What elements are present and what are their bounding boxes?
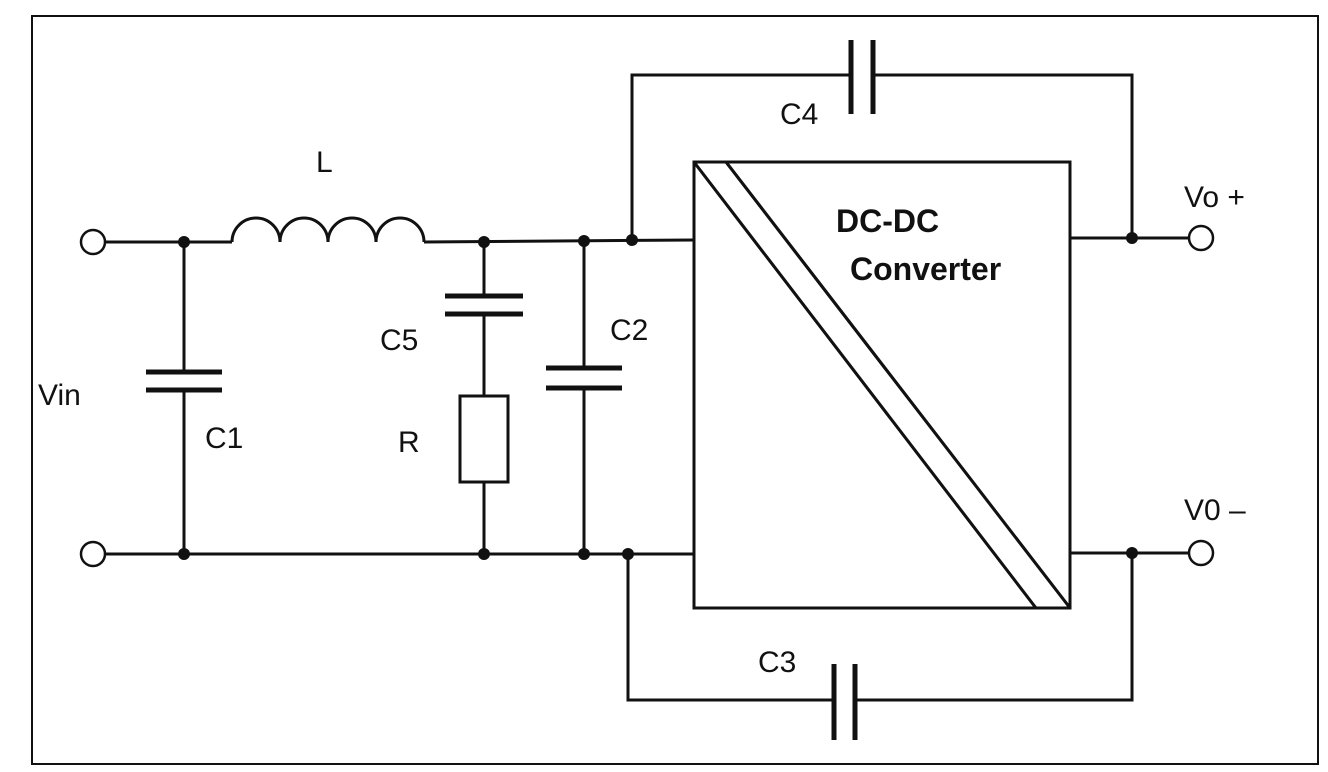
converter-slash-edge-b [724, 161, 1072, 609]
junction-dot [626, 234, 638, 246]
vout-positive-terminal [1187, 224, 1215, 252]
inductor-l-coil [230, 216, 426, 243]
label-c3: C3 [758, 646, 796, 679]
label-inductor-l: L [316, 146, 333, 179]
label-resistor-r: R [398, 426, 420, 459]
vout-negative-terminal [1187, 539, 1215, 567]
resistor-r-body [458, 394, 510, 484]
c3-right-wire [857, 553, 1134, 702]
label-vout-negative: V0 – [1184, 494, 1246, 527]
junction-dot [1126, 547, 1138, 559]
label-c4: C4 [780, 98, 818, 131]
vin-positive-terminal [79, 228, 107, 256]
converter-title-line1: DC-DC [836, 203, 939, 239]
top-rail-main-wire [423, 238, 695, 244]
c4-left-wire [630, 73, 849, 240]
label-vin: Vin [38, 379, 81, 412]
label-c5: C5 [380, 324, 418, 357]
label-c1: C1 [205, 422, 243, 455]
junction-dot [478, 548, 490, 560]
junction-dot [622, 548, 634, 560]
c3-left-wire [626, 554, 832, 702]
converter-slash-edge-a [692, 161, 1038, 609]
junction-dot [1126, 232, 1138, 244]
diagram-frame [31, 15, 1319, 765]
junction-dot [178, 548, 190, 560]
junction-dot [578, 548, 590, 560]
vin-negative-terminal [79, 540, 107, 568]
converter-slash-fill [696, 164, 1068, 606]
junction-dot [578, 235, 590, 247]
junction-dot [178, 236, 190, 248]
label-vout-positive: Vo + [1184, 181, 1245, 214]
c4-right-wire [875, 73, 1134, 238]
label-c2: C2 [610, 314, 648, 347]
junction-dot [478, 236, 490, 248]
converter-title-line2: Converter [850, 251, 1001, 287]
